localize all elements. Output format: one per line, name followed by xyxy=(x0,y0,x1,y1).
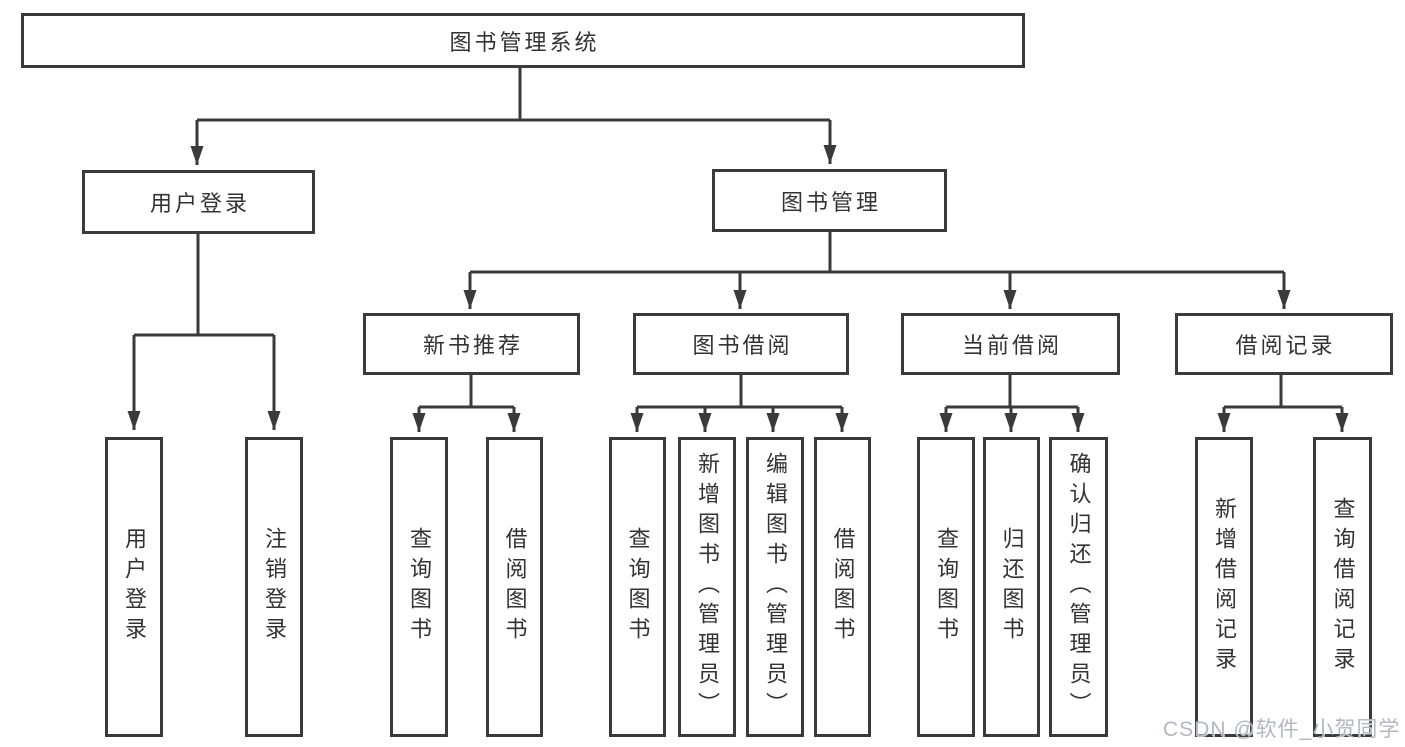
leaf-borrow-books: 借阅图书 xyxy=(814,437,871,737)
node-new-book-recommend: 新书推荐 xyxy=(363,313,580,375)
leaf-return-books: 归还图书 xyxy=(983,437,1040,737)
node-label: 图书管理系统 xyxy=(449,29,600,55)
node-label: 查询图书 xyxy=(625,527,651,647)
node-user-login: 用户登录 xyxy=(82,170,315,234)
leaf-borrow-books-recommend: 借阅图书 xyxy=(486,437,543,737)
node-book-borrowing: 图书借阅 xyxy=(633,313,849,375)
node-label: 归还图书 xyxy=(999,527,1025,647)
node-label: 确认归还（管理员） xyxy=(1066,452,1092,722)
node-label: 查询借阅记录 xyxy=(1330,497,1356,677)
leaf-query-books-recommend: 查询图书 xyxy=(390,437,448,737)
node-label: 新增图书（管理员） xyxy=(695,452,720,722)
node-label: 借阅记录 xyxy=(1235,333,1336,358)
leaf-edit-books-admin: 编辑图书（管理员） xyxy=(746,437,804,737)
leaf-user-login: 用户登录 xyxy=(105,437,163,737)
leaf-query-books-current: 查询图书 xyxy=(917,437,975,737)
node-label: 借阅图书 xyxy=(502,527,528,647)
leaf-add-borrow-record: 新增借阅记录 xyxy=(1195,437,1253,737)
leaf-confirm-return-admin: 确认归还（管理员） xyxy=(1049,437,1108,737)
leaf-logout: 注销登录 xyxy=(245,437,303,737)
node-book-management: 图书管理 xyxy=(712,169,947,232)
leaf-add-books-admin: 新增图书（管理员） xyxy=(678,437,736,737)
node-label: 新增借阅记录 xyxy=(1212,497,1237,677)
tree-elbow-lines xyxy=(134,68,1342,409)
leaf-query-borrow-record: 查询借阅记录 xyxy=(1313,437,1372,737)
node-label: 图书管理 xyxy=(780,189,881,215)
node-label: 新书推荐 xyxy=(422,333,523,358)
node-borrowing-records: 借阅记录 xyxy=(1175,313,1393,375)
node-label: 当前借阅 xyxy=(961,333,1062,358)
leaf-query-books-borrowing: 查询图书 xyxy=(609,437,666,737)
csdn-watermark: CSDN @软件_小贺同学 xyxy=(1163,718,1401,741)
node-label: 查询图书 xyxy=(407,527,432,647)
node-label: 注销登录 xyxy=(262,527,287,647)
node-label: 借阅图书 xyxy=(830,527,856,647)
node-current-borrowing: 当前借阅 xyxy=(901,313,1120,375)
node-root-library-system: 图书管理系统 xyxy=(21,13,1025,68)
node-label: 查询图书 xyxy=(934,527,959,647)
node-label: 用户登录 xyxy=(149,191,250,216)
node-label: 用户登录 xyxy=(122,527,147,647)
node-label: 编辑图书（管理员） xyxy=(763,452,788,722)
node-label: 图书借阅 xyxy=(692,333,793,358)
